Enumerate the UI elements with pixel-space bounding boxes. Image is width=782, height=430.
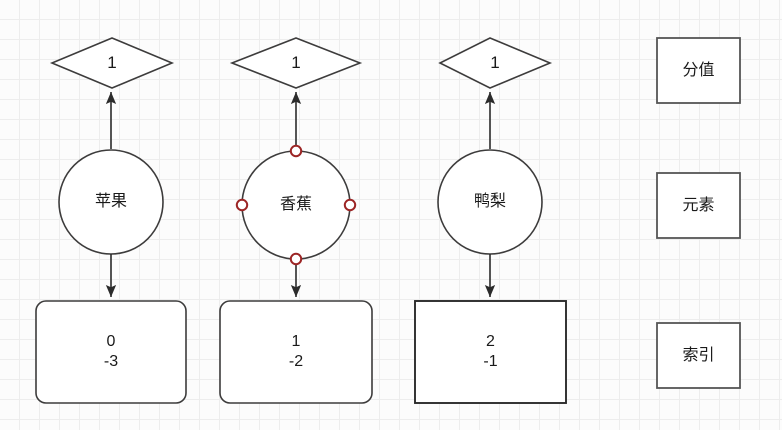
column-pear: [414, 37, 567, 404]
connection-handle-west[interactable]: [235, 198, 249, 212]
legend-group: [656, 37, 741, 389]
connection-handle-north[interactable]: [289, 144, 303, 158]
score-diamond-banana[interactable]: [229, 37, 363, 89]
connection-handle-east[interactable]: [343, 198, 357, 212]
element-circle-pear[interactable]: [437, 149, 543, 255]
connection-handle-south[interactable]: [289, 252, 303, 266]
legend-box-score[interactable]: [656, 37, 741, 104]
column-apple: [35, 37, 187, 404]
index-rect-banana[interactable]: [219, 300, 373, 404]
legend-box-index[interactable]: [656, 322, 741, 389]
index-rect-apple[interactable]: [35, 300, 187, 404]
column-banana: [219, 37, 373, 404]
element-circle-apple[interactable]: [58, 149, 164, 255]
score-diamond-pear[interactable]: [438, 37, 553, 89]
score-diamond-apple[interactable]: [49, 37, 175, 89]
index-rect-pear[interactable]: [414, 300, 567, 404]
element-circle-banana[interactable]: [241, 150, 351, 260]
legend-box-element[interactable]: [656, 172, 741, 239]
